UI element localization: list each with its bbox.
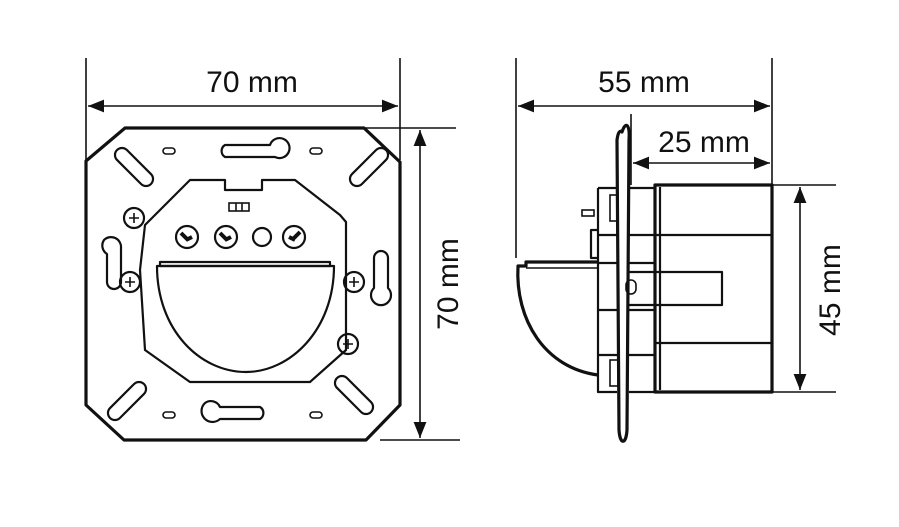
sensor-lens [155,264,336,374]
device-side-profile [516,123,774,443]
terminal-screw-icon [213,224,239,250]
side-depth-label: 55 mm [598,66,690,99]
sensor-lens-dome [516,260,599,377]
box-depth-label: 25 mm [658,126,750,159]
front-view: 70 mm 70 mm [84,58,465,442]
box-height-dimension: 45 mm [772,184,847,393]
box-height-label: 45 mm [814,244,847,336]
box-depth-dimension: 25 mm [630,114,770,185]
side-view: 55 mm 25 mm 45 mm [515,58,847,443]
terminal-screw-icon [281,224,307,250]
front-width-dimension: 70 mm [85,58,401,160]
front-height-dimension: 70 mm [360,127,465,441]
front-width-label: 70 mm [206,66,298,99]
mounting-plate [84,126,402,442]
front-height-label: 70 mm [432,238,465,330]
potentiometer-icon [251,226,273,248]
sensor-module [118,178,366,384]
fixing-screw-icon [118,206,366,356]
terminal-screw-icon [174,224,200,250]
side-depth-dimension: 55 mm [515,58,773,258]
